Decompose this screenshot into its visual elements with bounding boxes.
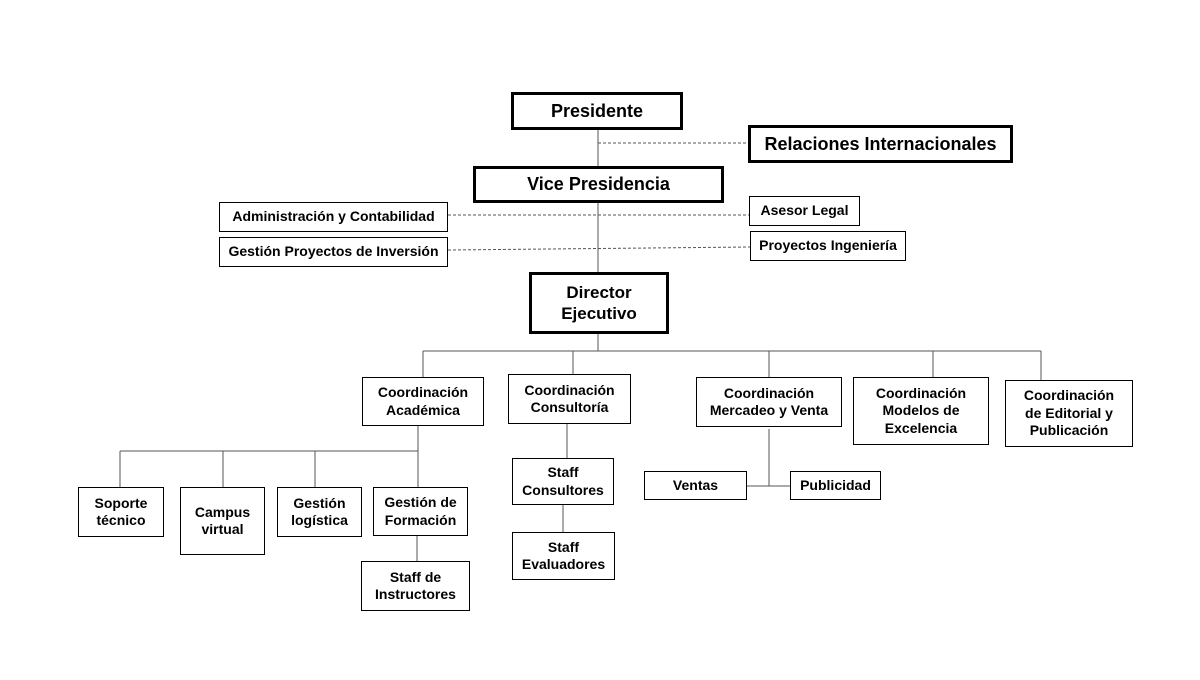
advertising-box: Publicidad [790,471,881,500]
engineering-projects-box: Proyectos Ingeniería [750,231,906,261]
coordination-consulting-box: Coordinación Consultoría [508,374,631,424]
coordination-editorial-box: Coordinación de Editorial y Publicación [1005,380,1133,447]
logistics-box: Gestión logística [277,487,362,537]
investment-projects-box: Gestión Proyectos de Inversión [219,237,448,267]
instructors-box: Staff de Instructores [361,561,470,611]
admin-accounting-box: Administración y Contabilidad [219,202,448,232]
coordination-marketing-box: Coordinación Mercadeo y Venta [696,377,842,427]
training-box: Gestión de Formación [373,487,468,536]
dashed-investment-engineering [447,246,751,251]
coordination-academic-box: Coordinación Académica [362,377,484,426]
coordination-excellence-box: Coordinación Modelos de Excelencia [853,377,989,445]
virtual-campus-box: Campus virtual [180,487,265,555]
consultants-box: Staff Consultores [512,458,614,505]
vice-presidency-box: Vice Presidencia [473,166,724,203]
evaluators-box: Staff Evaluadores [512,532,615,580]
sales-box: Ventas [644,471,747,500]
president-box: Presidente [511,92,683,130]
international-relations-box: Relaciones Internacionales [748,125,1013,163]
tech-support-box: Soporte técnico [78,487,164,537]
legal-advisor-box: Asesor Legal [749,196,860,226]
executive-director-box: Director Ejecutivo [529,272,669,334]
